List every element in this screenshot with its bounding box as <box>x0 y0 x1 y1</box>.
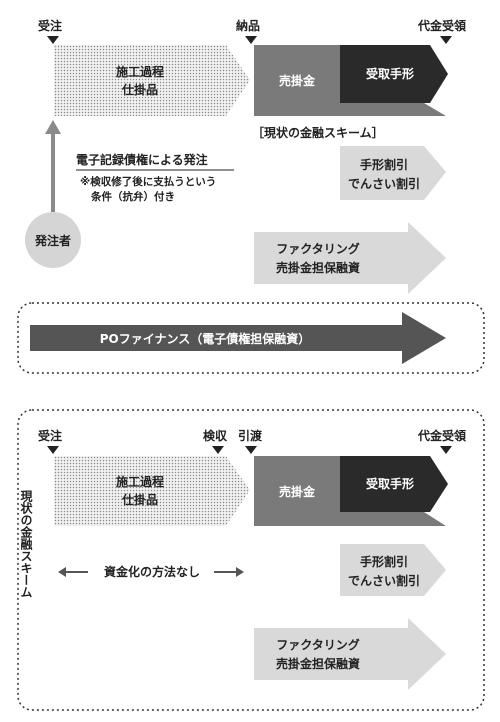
bottom-factoring-arrow <box>254 618 446 690</box>
po-finance-frame <box>17 302 485 374</box>
bottom-label-payment: 代金受領 <box>417 428 467 443</box>
top-marker-payment <box>440 36 452 44</box>
bottom-marker-order <box>47 446 59 454</box>
bottom-wip-arrow <box>54 456 250 526</box>
top-discount-line1: 手形割引 <box>360 157 408 172</box>
bottom-side-label: 現状の金融スキーム <box>19 490 33 598</box>
top-discount-arrow <box>340 146 446 200</box>
top-marker-order <box>47 36 59 44</box>
top-orderer-label: 発注者 <box>34 233 71 248</box>
bottom-no-method-label: 資金化の方法なし <box>104 564 200 579</box>
bottom-wip-line1: 施工過程 <box>116 474 164 489</box>
top-bill-label: 受取手形 <box>366 66 414 81</box>
top-scheme-title: ［現状の金融スキーム］ <box>252 125 384 140</box>
bottom-receivable-label: 売掛金 <box>279 484 316 499</box>
bottom-bill-label: 受取手形 <box>366 476 414 491</box>
bottom-wip-line2: 仕掛品 <box>121 492 158 507</box>
bottom-bill-arrow <box>340 456 448 512</box>
po-finance-arrow <box>30 312 446 364</box>
top-wip-line1: 施工過程 <box>116 64 164 79</box>
top-wip-arrow <box>54 45 250 116</box>
top-wip-line2: 仕掛品 <box>121 82 158 97</box>
bottom-discount-arrow <box>340 544 446 596</box>
top-label-delivery: 納品 <box>236 18 260 33</box>
top-factoring-line2: 売掛金担保融資 <box>276 260 360 275</box>
top-orderer-up-arrow-head <box>45 120 61 134</box>
top-section: 受注 納品 代金受領 施工過程 仕掛品 売掛金 受取手形 ［現状の金融スキーム］… <box>17 18 485 374</box>
top-label-payment: 代金受領 <box>417 18 467 33</box>
top-receivable-tail <box>340 103 446 116</box>
top-marker-delivery <box>245 36 257 44</box>
bottom-discount-line1: 手形割引 <box>360 554 408 569</box>
top-factoring-arrow <box>254 222 446 294</box>
bottom-receivable-box <box>254 456 340 526</box>
top-ecord-title: 電子記録債権による発注 <box>76 152 208 167</box>
bottom-marker-payment <box>440 446 452 454</box>
top-receivable-label: 売掛金 <box>279 73 316 88</box>
bottom-marker-handover <box>245 446 257 454</box>
bottom-label-inspection: 検収 <box>203 428 228 443</box>
bottom-label-order: 受注 <box>38 428 62 443</box>
bottom-receivable-tail <box>340 512 446 526</box>
top-receivable-box <box>254 45 340 116</box>
top-discount-line2: でんさい割引 <box>348 176 420 191</box>
po-finance-label: POファイナンス（電子債権担保融資） <box>100 331 311 346</box>
top-orderer-circle <box>25 212 81 268</box>
top-label-order: 受注 <box>38 18 62 33</box>
bottom-marker-inspection <box>212 446 224 454</box>
top-bill-arrow <box>340 45 448 103</box>
bottom-section: 現状の金融スキーム 受注 検収 引渡 代金受領 施工過程 仕掛品 売掛金 受取手… <box>17 409 485 711</box>
bottom-label-handover: 引渡 <box>238 428 263 443</box>
bottom-discount-line2: でんさい割引 <box>348 573 420 588</box>
bottom-factoring-line1: ファクタリング <box>276 637 360 652</box>
top-ecord-note1: ※検収修了後に支払うという <box>80 175 216 188</box>
bottom-factoring-line2: 売掛金担保融資 <box>276 656 360 671</box>
bottom-no-method-left-head <box>58 567 66 577</box>
bottom-frame <box>17 409 485 711</box>
top-ecord-note2: 条件（抗弁）付き <box>90 190 175 203</box>
top-factoring-line1: ファクタリング <box>276 241 360 256</box>
bottom-no-method-right-head <box>236 567 244 577</box>
